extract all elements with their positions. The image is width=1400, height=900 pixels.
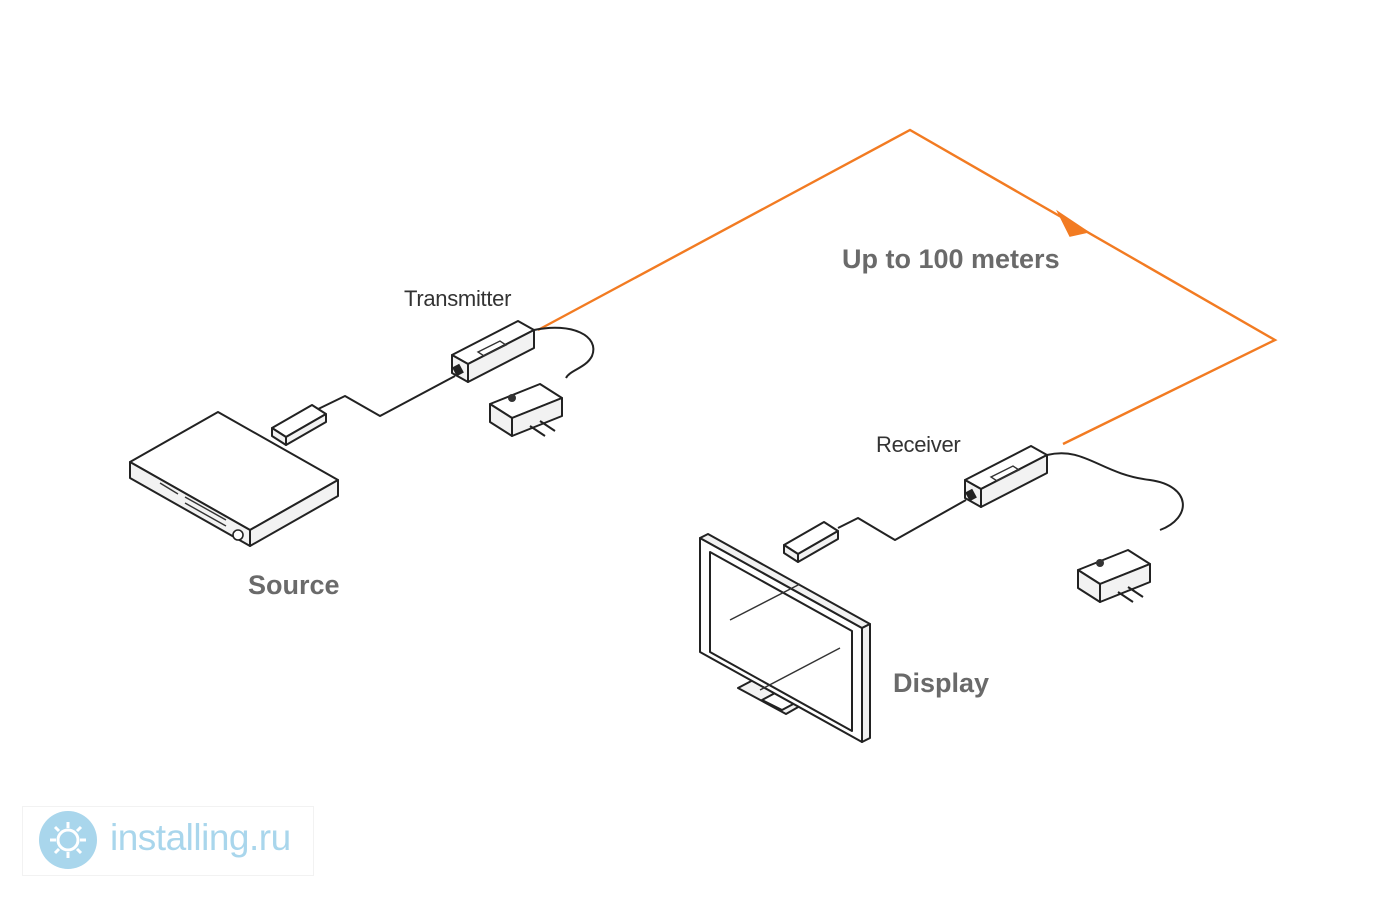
- power-knob-icon: [232, 529, 244, 541]
- watermark-frame: [22, 806, 314, 876]
- hdmi-cable-display: [783, 499, 967, 563]
- watermark-text: installing.ru: [110, 817, 291, 858]
- gear-icon: [50, 822, 86, 858]
- transmitter-label: Transmitter: [404, 286, 511, 311]
- watermark-logo: [39, 811, 97, 869]
- network-cable: [537, 128, 1278, 446]
- source-device: [129, 411, 339, 547]
- hdmi-cable-source: [271, 375, 456, 446]
- display-label: Display: [893, 668, 989, 698]
- cable-direction-arrow-icon: [1056, 209, 1090, 237]
- display-device: [699, 533, 871, 743]
- hdmi-port-icon: [965, 488, 977, 502]
- receiver-device: [964, 445, 1048, 508]
- receiver-power-adapter: [1046, 452, 1184, 603]
- hdmi-port-icon: [452, 363, 464, 377]
- distance-label: Up to 100 meters: [842, 244, 1060, 274]
- transmitter-device: [451, 320, 535, 383]
- transmitter-power-adapter: [489, 326, 595, 437]
- source-label: Source: [248, 570, 340, 600]
- receiver-label: Receiver: [876, 432, 960, 457]
